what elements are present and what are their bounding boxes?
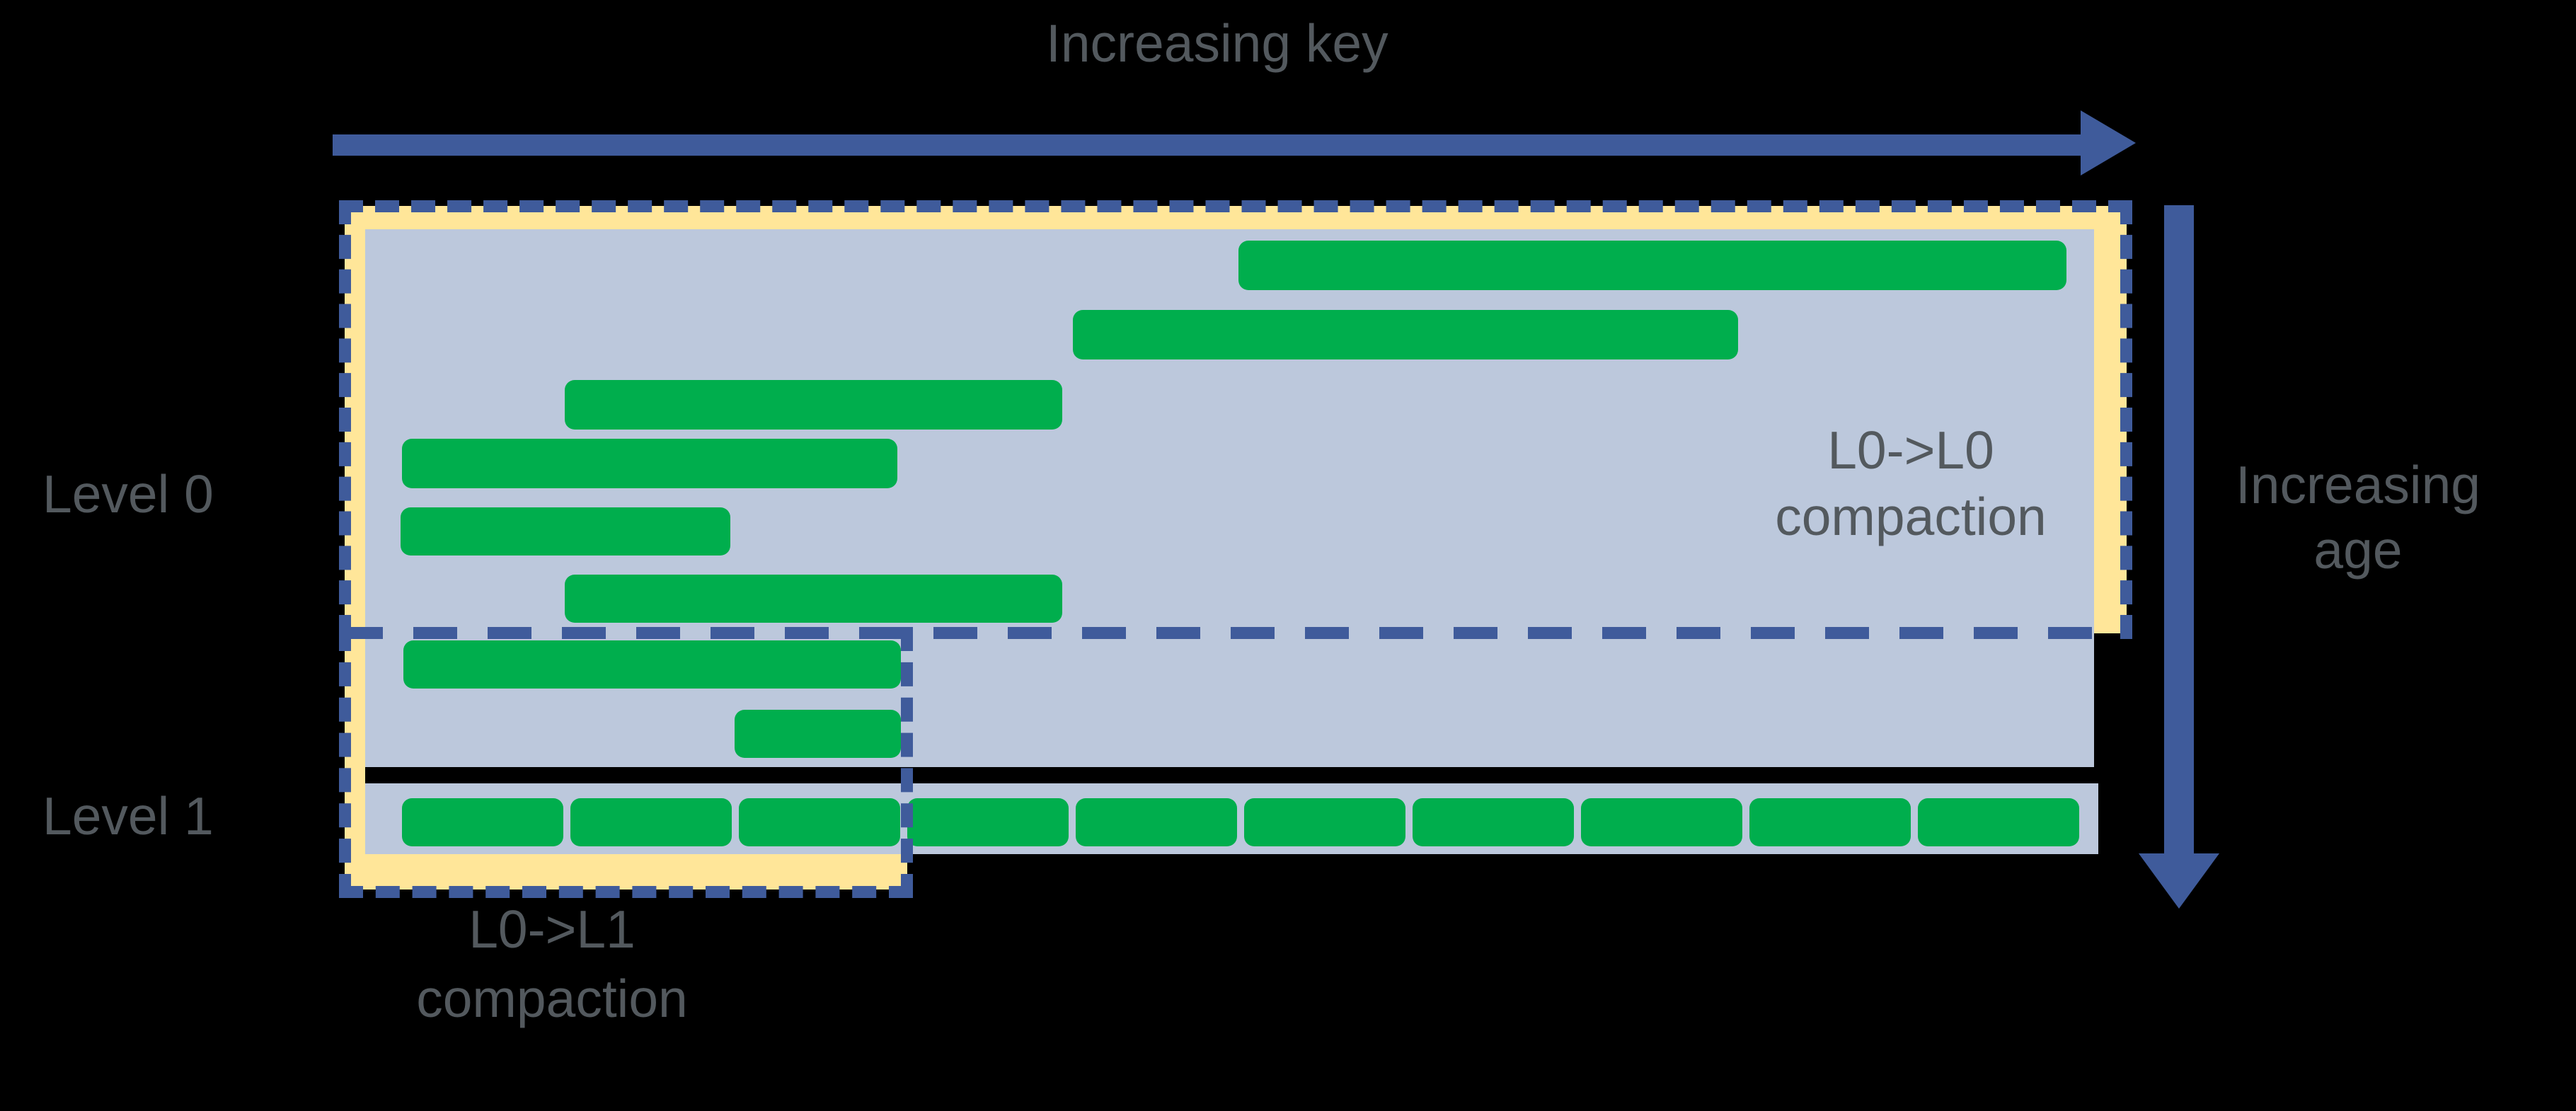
arrow-head — [2139, 853, 2219, 909]
level-separator-line — [365, 767, 2098, 783]
l0-run-1 — [1238, 241, 2066, 290]
y-axis-label-line1: Increasing — [2235, 455, 2481, 514]
l0-l1-compaction-label: L0->L1 compaction — [354, 895, 750, 1033]
l0-run-7 — [403, 640, 901, 689]
l1-file-9 — [1749, 798, 1911, 846]
l1-file-2 — [570, 798, 732, 846]
l1-file-1 — [402, 798, 563, 846]
l1-file-4 — [907, 798, 1069, 846]
l0-run-6 — [565, 575, 1062, 623]
increasing-key-arrow-icon — [333, 110, 2136, 175]
l0-l1-compaction-label-line2: compaction — [416, 968, 688, 1028]
l1-file-8 — [1581, 798, 1742, 846]
arrow-shaft — [333, 134, 2095, 156]
increasing-age-arrow-icon — [2139, 205, 2233, 913]
l0-run-2 — [1073, 310, 1738, 359]
l0-l1-compaction-label-line1: L0->L1 — [468, 899, 636, 959]
arrow-shaft — [2164, 205, 2194, 870]
arrow-head — [2081, 110, 2136, 175]
l1-file-5 — [1076, 798, 1237, 846]
l1-file-7 — [1413, 798, 1574, 846]
l0-l0-compaction-label-line1: L0->L0 — [1827, 420, 1994, 480]
level-0-label: Level 0 — [42, 464, 214, 524]
l0-run-4 — [402, 439, 897, 488]
x-axis-label: Increasing key — [1046, 13, 1388, 73]
y-axis-label-line2: age — [2313, 519, 2403, 580]
l0-l0-compaction-label-line2: compaction — [1775, 486, 2047, 546]
l0-l0-compaction-outline — [339, 200, 2132, 639]
l0-l1-compaction-outline-top — [339, 627, 913, 639]
l0-l1-compaction-outline — [339, 627, 913, 898]
l0-run-3 — [565, 380, 1062, 430]
l1-file-10 — [1918, 798, 2079, 846]
l1-file-3 — [739, 798, 900, 846]
l0-run-5 — [401, 507, 730, 556]
l0-run-8 — [735, 710, 901, 758]
level-1-label: Level 1 — [42, 786, 214, 846]
l1-file-6 — [1244, 798, 1405, 846]
